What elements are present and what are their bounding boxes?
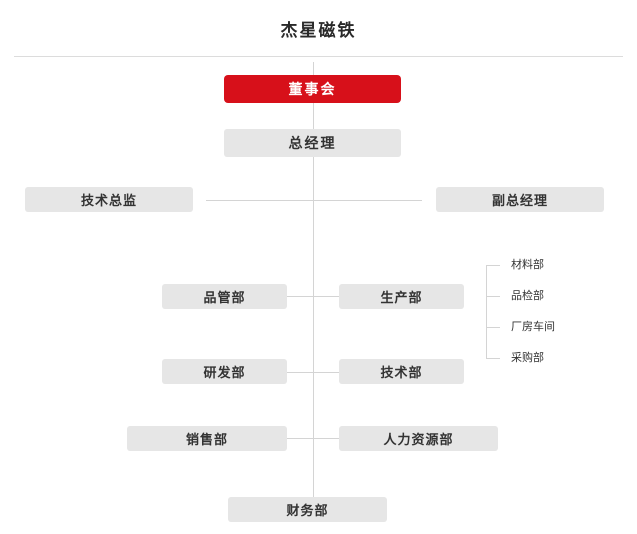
node-rd-dept: 研发部 — [162, 359, 287, 384]
chart-title: 杰星磁铁 — [280, 21, 357, 41]
production-sub-tick-1 — [486, 265, 500, 266]
title-divider — [14, 56, 623, 57]
production-sub-line — [486, 265, 487, 358]
node-production-dept: 生产部 — [339, 284, 464, 309]
production-sub-item: 品检部 — [511, 289, 544, 302]
row3-connector — [287, 438, 339, 439]
director-connector — [206, 200, 422, 201]
node-technical-director: 技术总监 — [25, 187, 193, 212]
node-sales-dept: 销售部 — [127, 426, 287, 451]
production-sub-item: 采购部 — [511, 351, 544, 364]
row2-connector — [287, 372, 339, 373]
production-sub-tick-2 — [486, 296, 500, 297]
production-sub-tick-4 — [486, 358, 500, 359]
node-hr-dept: 人力资源部 — [339, 426, 498, 451]
production-sub-tick-3 — [486, 327, 500, 328]
node-finance-dept: 财务部 — [228, 497, 387, 522]
node-quality-dept: 品管部 — [162, 284, 287, 309]
node-technical-dept: 技术部 — [339, 359, 464, 384]
production-sub-item: 材料部 — [511, 258, 544, 271]
row1-connector — [287, 296, 339, 297]
node-board: 董事会 — [224, 75, 401, 103]
trunk-line — [313, 62, 314, 498]
node-general-manager: 总经理 — [224, 129, 401, 157]
production-sub-item: 厂房车间 — [511, 320, 555, 333]
node-deputy-general-manager: 副总经理 — [436, 187, 604, 212]
